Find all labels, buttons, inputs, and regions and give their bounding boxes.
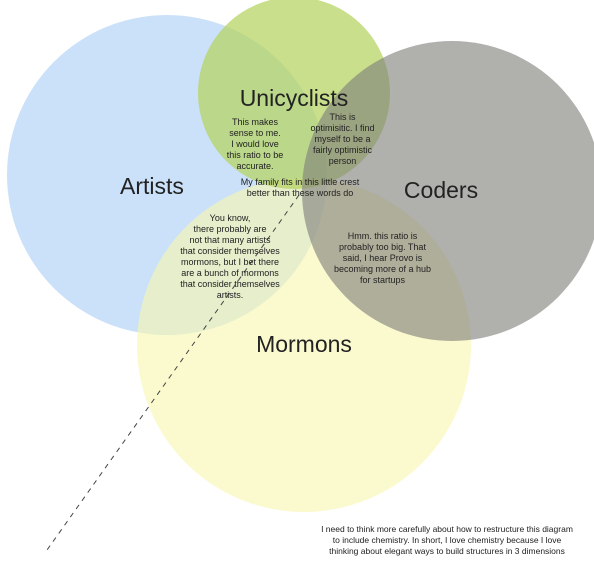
note-coders-mormons: Hmm. this ratio is probably too big. Tha… bbox=[333, 231, 432, 285]
dashed-pointer-line bbox=[46, 194, 300, 551]
mormons-label: Mormons bbox=[256, 331, 352, 357]
note-unicyclists-coders: This is optimisitic. I find myself to be… bbox=[310, 112, 375, 166]
artists-label: Artists bbox=[120, 173, 184, 199]
coders-circle bbox=[302, 41, 594, 341]
unicyclists-label: Unicyclists bbox=[240, 85, 349, 111]
coders-label: Coders bbox=[404, 177, 478, 203]
note-center: My family fits in this little crest bett… bbox=[240, 177, 360, 198]
note-unicyclists-artists: This makes sense to me. I would love thi… bbox=[226, 117, 284, 171]
note-artists-mormons: You know, there probably are not that ma… bbox=[180, 213, 280, 300]
footnote: I need to think more carefully about how… bbox=[321, 524, 573, 556]
